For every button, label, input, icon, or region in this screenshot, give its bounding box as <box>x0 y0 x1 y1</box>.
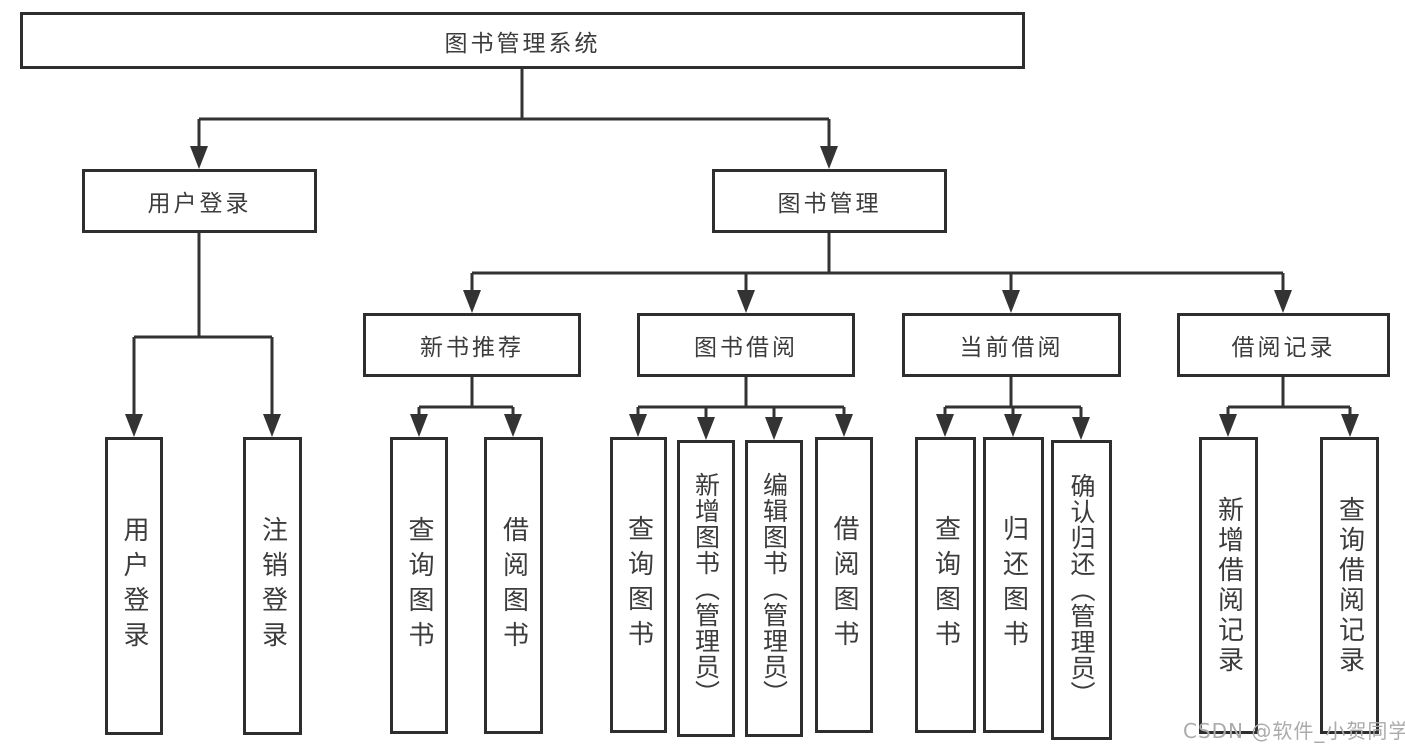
leaf-logout: 注销登录 <box>243 437 302 735</box>
leaf-br-query-record: 查询借阅记录 <box>1320 437 1379 734</box>
leaf-cb-query-books: 查询图书 <box>915 437 976 733</box>
leaf-bb-borrow-books: 借阅图书 <box>815 437 873 733</box>
leaf-nbr-query-books: 查询图书 <box>390 437 448 734</box>
connector-new-book-recommend-children <box>417 377 515 418</box>
leaf-br-add-record: 新增借阅记录 <box>1199 437 1258 734</box>
node-borrowing-records: 借阅记录 <box>1177 313 1390 377</box>
leaf-bb-edit-books-admin: 编辑图书（管理员） <box>745 440 803 737</box>
arrowheads <box>125 146 1359 440</box>
connector-root-to-level2 <box>197 69 831 150</box>
node-new-book-recommend: 新书推荐 <box>363 313 581 377</box>
connector-user-login-children <box>132 233 274 418</box>
node-book-borrowing: 图书借阅 <box>637 313 855 377</box>
leaf-bb-add-books-admin: 新增图书（管理员） <box>677 440 735 737</box>
leaf-nbr-borrow-books: 借阅图书 <box>484 437 543 734</box>
node-book-management: 图书管理 <box>712 169 947 233</box>
node-user-login: 用户登录 <box>82 169 317 233</box>
leaf-cb-return-books: 归还图书 <box>983 437 1044 733</box>
connector-current-borrowing-children <box>943 377 1083 421</box>
leaf-bb-query-books: 查询图书 <box>610 437 667 733</box>
connector-book-management-children <box>470 233 1285 294</box>
connector-book-borrowing-children <box>636 377 846 421</box>
leaf-user-login: 用户登录 <box>105 437 163 735</box>
node-current-borrowing: 当前借阅 <box>902 313 1121 377</box>
connector-borrowing-records-children <box>1226 377 1352 418</box>
node-root: 图书管理系统 <box>20 12 1025 69</box>
watermark: CSDN @软件_小贺同学 <box>1183 719 1405 743</box>
leaf-cb-confirm-return-admin: 确认归还（管理员） <box>1051 440 1112 740</box>
